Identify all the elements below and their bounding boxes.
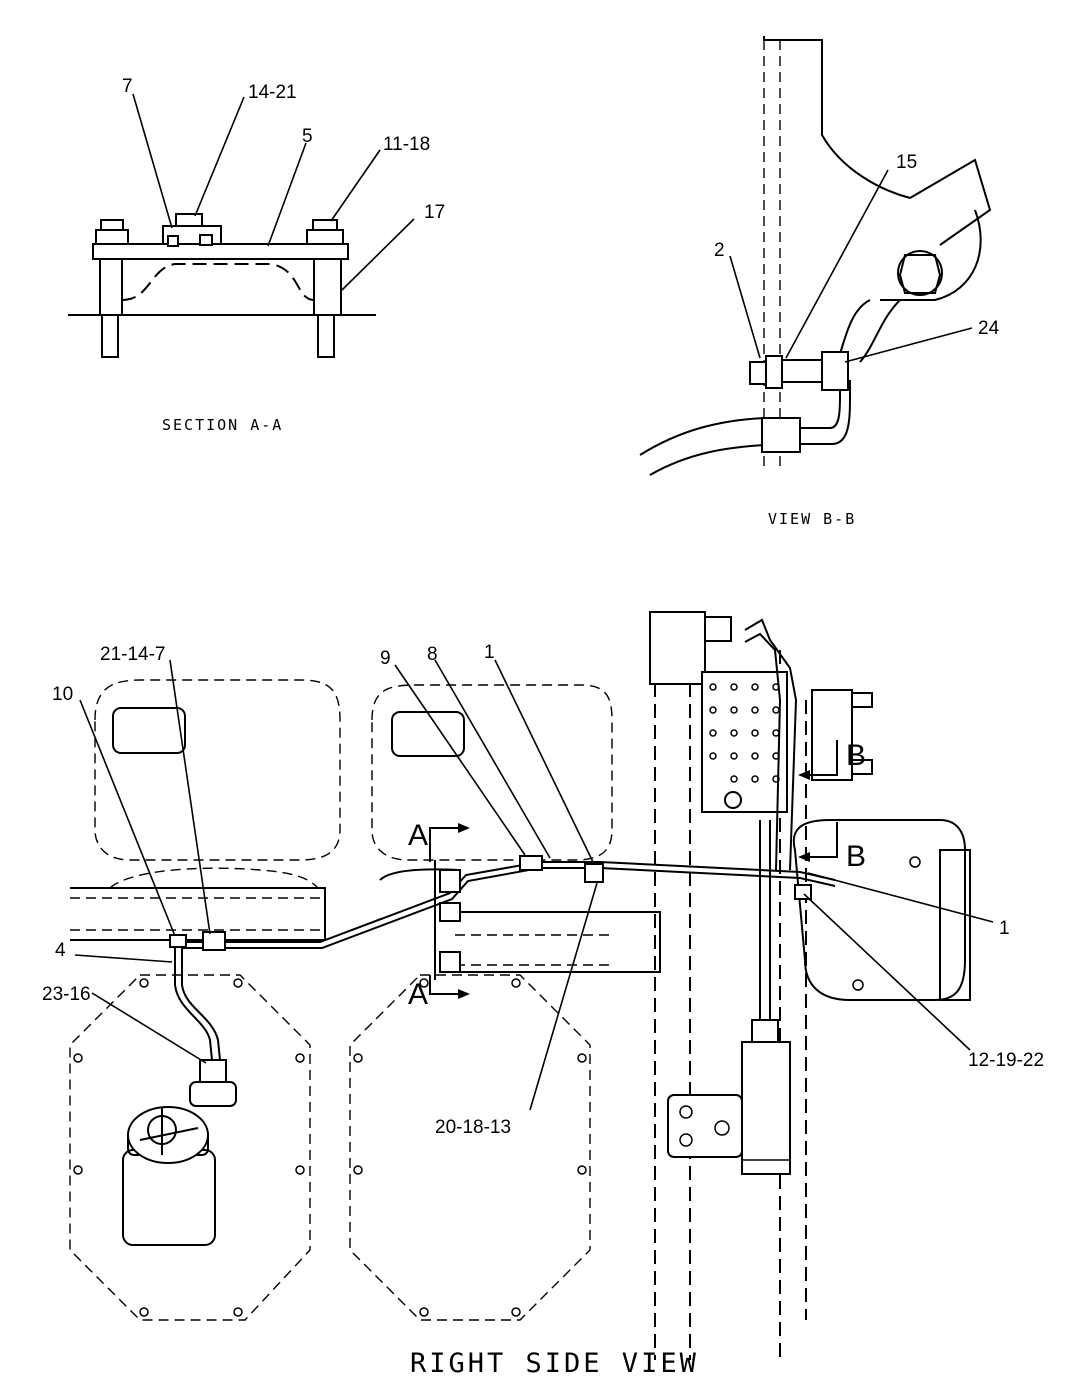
section-mark-a-bottom: A [408,978,428,1011]
callout-11-18: 11-18 [383,134,430,155]
callout-10: 10 [52,684,73,705]
right-side-view-title: RIGHT SIDE VIEW [410,1348,699,1379]
view-b-b-caption: VIEW B-B [768,510,856,528]
callout-12-19-22: 12-19-22 [968,1050,1044,1071]
callout-5: 5 [302,126,313,147]
section-a-a-caption: SECTION A-A [162,416,283,434]
right-side-view-callouts: 21-14-7 10 9 8 1 4 23-16 20-18-13 1 12-1… [42,642,1044,1379]
callout-20-18-13: 20-18-13 [435,1117,511,1138]
section-a-a-detail [68,93,415,358]
section-mark-b-top: B [846,739,866,772]
right-side-view-detail [69,611,994,1360]
callout-17: 17 [424,202,445,223]
view-b-b-callouts: 15 2 24 VIEW B-B [714,152,1000,528]
callout-1-top: 1 [484,642,495,663]
section-a-a-callouts: 7 14-21 5 11-18 17 SECTION A-A [122,76,445,434]
callout-15: 15 [896,152,917,173]
callout-4: 4 [55,940,66,961]
view-b-b-detail [639,36,992,476]
callout-21-14-7: 21-14-7 [100,644,166,665]
callout-7: 7 [122,76,133,97]
callout-24: 24 [978,318,1000,339]
callout-8: 8 [427,644,438,665]
callout-2: 2 [714,240,725,261]
section-mark-a-top: A [408,819,428,852]
callout-23-16: 23-16 [42,984,91,1005]
callout-9: 9 [380,648,391,669]
callout-1-right: 1 [999,918,1010,939]
callout-14-21: 14-21 [248,82,297,103]
section-mark-b-bottom: B [846,840,866,873]
